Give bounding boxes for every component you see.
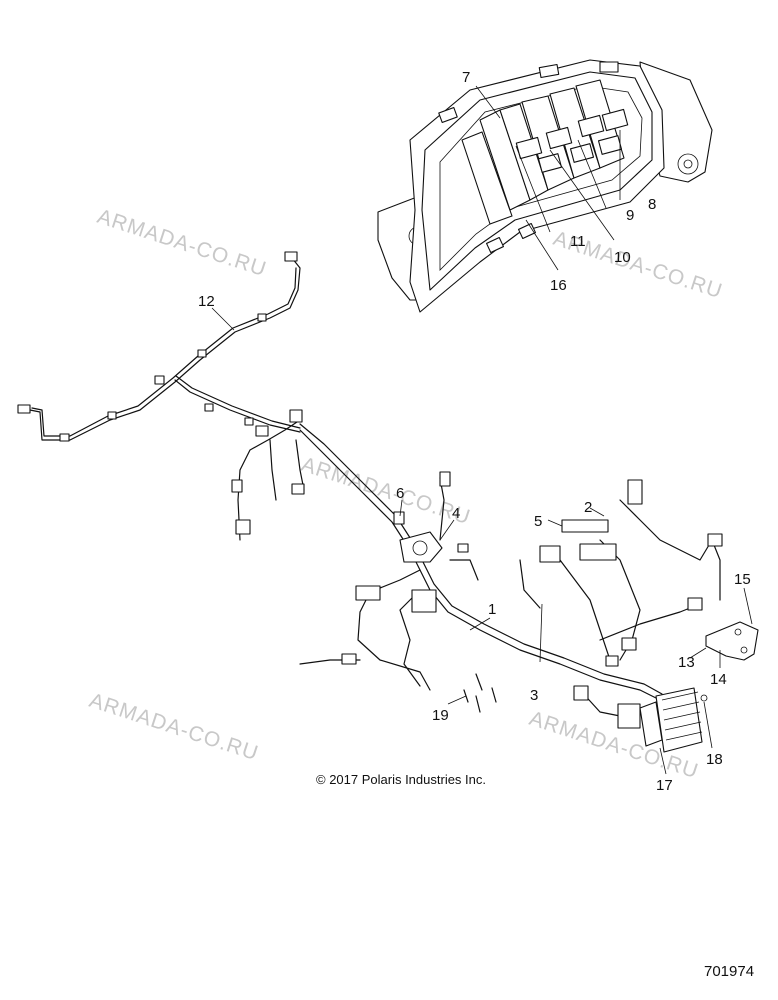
callout-7: 7 bbox=[462, 69, 470, 86]
callout-10: 10 bbox=[614, 249, 631, 266]
callout-1: 1 bbox=[488, 601, 496, 618]
callout-11: 11 bbox=[570, 233, 586, 250]
leader-lines bbox=[211, 85, 753, 775]
callout-14: 14 bbox=[710, 671, 727, 688]
callout-8: 8 bbox=[648, 196, 656, 213]
main-harness-1 bbox=[231, 409, 723, 729]
callout-3: 3 bbox=[530, 687, 538, 704]
watermark-top-left: ARMADA-CO.RU bbox=[94, 205, 269, 281]
regulator-17 bbox=[639, 687, 708, 753]
callout-labels: 7 8 9 11 10 16 12 6 2 4 5 15 1 13 14 3 1… bbox=[198, 69, 751, 794]
callout-4: 4 bbox=[452, 505, 460, 522]
callout-19: 19 bbox=[432, 707, 449, 724]
callout-16: 16 bbox=[550, 277, 567, 294]
bracket-13 bbox=[705, 621, 759, 661]
fuse-box-assembly bbox=[377, 59, 713, 313]
callout-6: 6 bbox=[396, 485, 404, 502]
callout-18: 18 bbox=[706, 751, 723, 768]
callout-2: 2 bbox=[584, 499, 592, 516]
part-number: 701974 bbox=[704, 963, 754, 980]
callout-17: 17 bbox=[656, 777, 673, 794]
callout-13: 13 bbox=[678, 654, 695, 671]
callout-15: 15 bbox=[734, 571, 751, 588]
callout-5: 5 bbox=[534, 513, 542, 530]
harness-12 bbox=[17, 251, 301, 442]
watermark-bottom-left: ARMADA-CO.RU bbox=[86, 689, 261, 765]
watermark-center: ARMADA-CO.RU bbox=[298, 453, 473, 529]
screws-19 bbox=[463, 673, 497, 713]
copyright-text: © 2017 Polaris Industries Inc. bbox=[316, 772, 486, 787]
callout-12: 12 bbox=[198, 293, 215, 310]
callout-9: 9 bbox=[626, 207, 634, 224]
